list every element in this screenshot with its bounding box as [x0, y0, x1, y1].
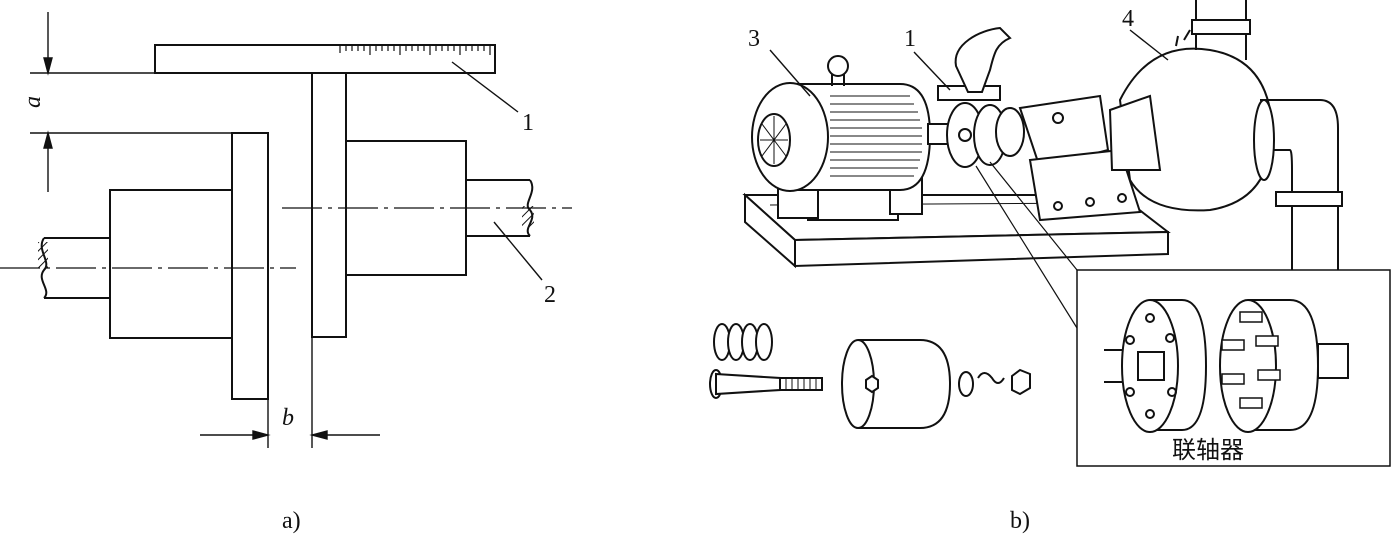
- rubber-rings: [713, 323, 773, 361]
- callout-b-1: 1: [904, 26, 916, 52]
- callout-a-2: 2: [544, 282, 556, 308]
- leader-2: [493, 221, 543, 281]
- callout-b-4: 4: [1122, 6, 1134, 32]
- dimension-b: [200, 337, 380, 448]
- callout-a-1: 1: [522, 110, 534, 136]
- right-flange: [311, 72, 347, 338]
- dim-b-label: b: [282, 405, 294, 431]
- exploded-parts: [709, 323, 1031, 429]
- inset-coupling-drawing: [1104, 299, 1349, 433]
- figure-a-drawing: [0, 12, 572, 448]
- caption-a: a): [282, 508, 301, 534]
- washer-nut: [958, 368, 1031, 397]
- dimension-a: [30, 12, 232, 192]
- coupling-half-part: [841, 339, 952, 429]
- coupling-assembly: [927, 102, 1025, 168]
- caption-b: b): [1010, 508, 1030, 534]
- callout-b-3: 3: [748, 26, 760, 52]
- inset-leader-1: [975, 165, 1078, 329]
- straightedge-ruler: [154, 44, 496, 74]
- pin-bolt: [709, 369, 823, 399]
- leader-b-3: [769, 49, 811, 97]
- left-hub: [109, 189, 233, 339]
- leader-1: [451, 61, 519, 113]
- figure-b-drawing: [709, 0, 1391, 467]
- right-shaft: [466, 179, 534, 237]
- ruler-scale-ticks: [339, 45, 491, 55]
- inset-leader-2: [989, 161, 1078, 271]
- leader-b-1: [913, 51, 951, 91]
- hand: [954, 26, 1012, 93]
- left-flange: [231, 132, 269, 400]
- leader-b-4: [1129, 29, 1169, 61]
- motor: [751, 55, 932, 221]
- dim-a-label: a: [20, 96, 46, 108]
- left-shaft: [38, 237, 110, 299]
- inset-title: 联轴器: [1172, 436, 1244, 464]
- pump: [1108, 0, 1343, 270]
